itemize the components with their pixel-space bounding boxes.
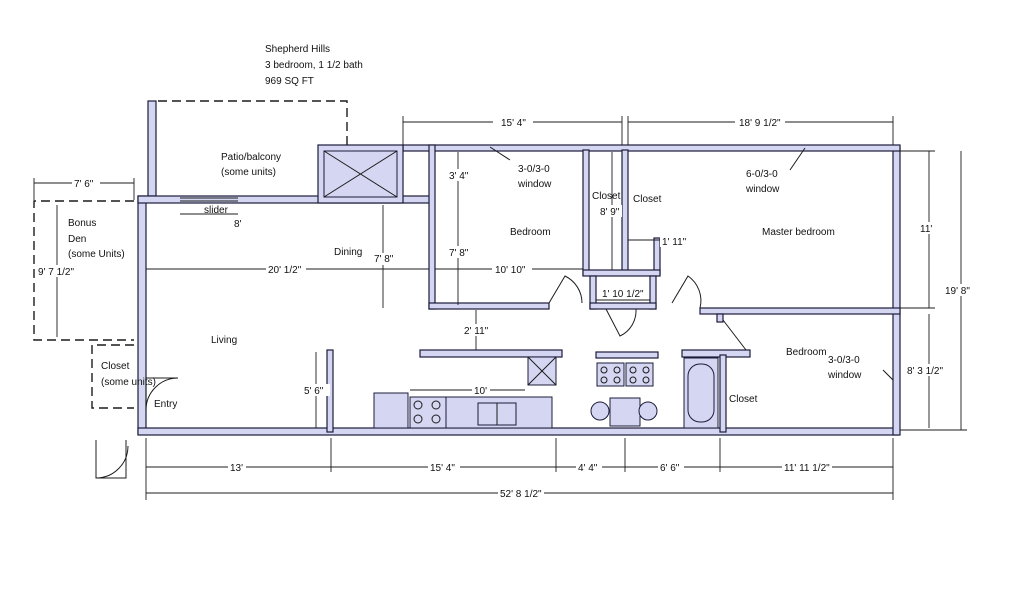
- dim-hall-width: 1' 10 1/2": [602, 289, 644, 300]
- label-window-2: 6-0/3-0: [746, 169, 778, 180]
- dim-window-height: 3' 4": [449, 171, 469, 182]
- room-labels: Patio/balcony (some units) slider Bonus …: [68, 152, 862, 410]
- plan-title: Shepherd Hills 3 bedroom, 1 1/2 bath 969…: [265, 44, 363, 87]
- doors-and-windows: [95, 146, 894, 479]
- dim-slider: 8': [234, 219, 242, 230]
- label-dining: Dining: [334, 247, 362, 258]
- fixtures: [323, 150, 719, 429]
- label-window-2-word: window: [745, 184, 780, 195]
- dim-overall-depth: 19' 8": [945, 286, 970, 297]
- dim-bonus-width: 7' 6": [74, 179, 94, 190]
- dim-living-width: 20' 1/2": [268, 265, 302, 276]
- label-window-3: 3-0/3-0: [828, 355, 860, 366]
- bonus-den-dashed-outline: [33, 200, 134, 341]
- label-window-1: 3-0/3-0: [518, 164, 550, 175]
- label-window-3-word: window: [827, 370, 862, 381]
- door-swing-entry: [145, 377, 179, 411]
- label-closet-b: Closet: [633, 194, 662, 205]
- dim-hall-gap: 2' 11": [464, 326, 489, 337]
- title-rooms: 3 bedroom, 1 1/2 bath: [265, 60, 363, 71]
- dim-bottom-4: 6' 6": [660, 463, 680, 474]
- door-swing-hall: [605, 308, 637, 337]
- dim-dining-depth: 7' 8": [374, 254, 394, 265]
- label-patio: Patio/balcony: [221, 152, 281, 163]
- label-den: Den: [68, 234, 86, 245]
- dim-top-left-bedroom: 15' 4": [501, 118, 526, 129]
- label-bedroom-2: Bedroom: [786, 347, 827, 358]
- dim-bottom-5: 11' 11 1/2": [784, 463, 830, 474]
- dim-bedroom-depth: 7' 8": [449, 248, 469, 259]
- dim-bottom-2: 15' 4": [430, 463, 455, 474]
- door-swing-bedroom: [548, 275, 583, 304]
- title-name: Shepherd Hills: [265, 44, 330, 55]
- cooktop-icon: [596, 362, 625, 387]
- refrigerator-icon: [373, 392, 409, 429]
- chair-icon-2: [638, 401, 658, 421]
- label-entry-closet: Closet: [101, 361, 130, 372]
- dim-closet-depth: 8' 9": [600, 207, 620, 218]
- dimension-labels: 15' 4" 18' 9 1/2" 7' 6" 9' 7 1/2" 8' 3' …: [36, 116, 974, 500]
- entry-closet-dashed-outline: [91, 344, 134, 409]
- label-living: Living: [211, 335, 237, 346]
- label-bonus: Bonus: [68, 218, 96, 229]
- door-swing-master: [671, 275, 702, 309]
- label-master-bedroom: Master bedroom: [762, 227, 835, 238]
- door-swing-bath: [722, 319, 747, 351]
- patio-dashed-outline: [158, 100, 348, 146]
- label-bedroom-1: Bedroom: [510, 227, 551, 238]
- entry-stoop: [95, 440, 127, 479]
- dim-entry-wall: 5' 6": [304, 386, 324, 397]
- dim-master-depth: 11': [920, 224, 932, 235]
- dim-bottom-1: 13': [230, 463, 243, 474]
- dim-bonus-depth: 9' 7 1/2": [38, 267, 74, 278]
- dim-bedroom2-depth: 8' 3 1/2": [907, 366, 943, 377]
- chair-icon: [590, 401, 610, 421]
- label-entry-closet-note: (some units): [101, 377, 156, 388]
- table-icon: [609, 397, 641, 427]
- dim-overall-width: 52' 8 1/2": [500, 489, 542, 500]
- label-closet-a: Closet: [592, 191, 621, 202]
- label-bath-closet: Closet: [729, 394, 758, 405]
- label-slider: slider: [204, 205, 229, 216]
- label-bonus-note: (some Units): [68, 249, 125, 260]
- label-window-1-word: window: [517, 179, 552, 190]
- dim-counter: 10': [474, 386, 487, 397]
- title-area: 969 SQ FT: [265, 76, 314, 87]
- dim-closet-width: 1' 11": [662, 237, 687, 248]
- dim-bedroom-width: 10' 10": [495, 265, 526, 276]
- label-entry: Entry: [154, 399, 177, 410]
- cooktop-icon-2: [625, 362, 654, 387]
- label-patio-note: (some units): [221, 167, 276, 178]
- dim-bottom-3: 4' 4": [578, 463, 598, 474]
- dim-top-master: 18' 9 1/2": [739, 118, 781, 129]
